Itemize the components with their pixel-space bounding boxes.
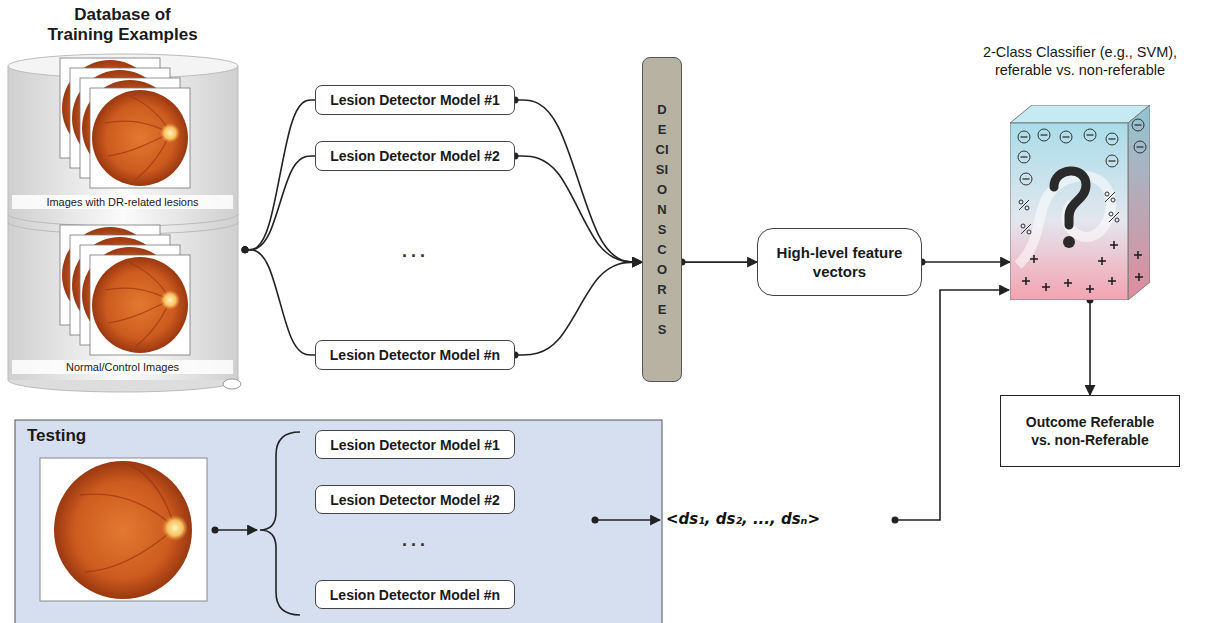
testing-panel <box>15 420 662 623</box>
score-vector: <ds₁, ds₂, ..., dsₙ> <box>666 510 820 528</box>
box-label: Lesion Detector Model #2 <box>330 148 500 164</box>
detector-box: Lesion Detector Model #1 <box>315 85 515 115</box>
group-caption: Images with DR-related lesions <box>12 195 233 209</box>
group-caption: Normal/Control Images <box>12 360 233 374</box>
fundus-image-stack <box>60 58 190 188</box>
testing-brace <box>212 432 301 615</box>
box-label: Lesion Detector Model #1 <box>330 437 500 453</box>
detector-box: Lesion Detector Model #n <box>315 340 515 370</box>
box-label: Lesion Detector Model #1 <box>330 92 500 108</box>
test-vector-arrow <box>892 290 1010 524</box>
connector-arrow <box>682 261 757 263</box>
connector-dot <box>242 246 249 253</box>
database-heading: Database of Training Examples <box>40 5 205 45</box>
ellipsis: ... <box>402 530 429 551</box>
panel-heading: Testing <box>27 426 86 446</box>
connector-arrow <box>245 250 315 355</box>
score-arrow <box>592 517 661 524</box>
box-label: Outcome Referable vs. non-Referable <box>1025 413 1155 449</box>
box-label: High-level feature vectors <box>768 243 911 281</box>
decision-scores-band: DECISION SCORES <box>642 57 682 382</box>
test-fundus-image <box>40 458 207 601</box>
box-label: Lesion Detector Model #2 <box>330 492 500 508</box>
outcome-box: Outcome Referable vs. non-Referable <box>1000 395 1180 467</box>
box-label: Lesion Detector Model #n <box>330 347 500 363</box>
classifier-node: 2-Class Classifier (e.g., SVM), referabl… <box>1010 105 1150 300</box>
detector-box: Lesion Detector Model #n <box>315 580 515 609</box>
feature-vector-box: High-level feature vectors <box>757 228 922 296</box>
connector-arrow <box>1089 300 1091 395</box>
training-database: Database of Training ExamplesImages with… <box>0 55 245 388</box>
testing-panel-node: TestingLesion Detector Model #1 Lesion De… <box>15 420 662 623</box>
connector-arrow <box>245 100 315 250</box>
detector-box: Lesion Detector Model #2 <box>315 141 515 171</box>
connector-arrow <box>922 261 1010 263</box>
fundus-image-stack <box>60 225 190 355</box>
connector-arrow <box>515 156 642 262</box>
box-label: Lesion Detector Model #n <box>330 587 500 603</box>
classifier-heading: 2-Class Classifier (e.g., SVM), referabl… <box>960 43 1200 79</box>
detector-box: Lesion Detector Model #2 <box>315 485 515 514</box>
connector-arrow <box>245 156 315 250</box>
classifier-cube <box>1010 105 1150 300</box>
connector-arrow <box>515 262 642 355</box>
ellipsis: ... <box>402 241 429 262</box>
connector-arrow <box>515 100 642 262</box>
database-cylinder <box>8 54 241 392</box>
box-label: DECISION SCORES <box>656 100 669 340</box>
connector-dot <box>242 246 249 253</box>
detector-box: Lesion Detector Model #1 <box>315 430 515 459</box>
connector-dot <box>242 246 249 253</box>
